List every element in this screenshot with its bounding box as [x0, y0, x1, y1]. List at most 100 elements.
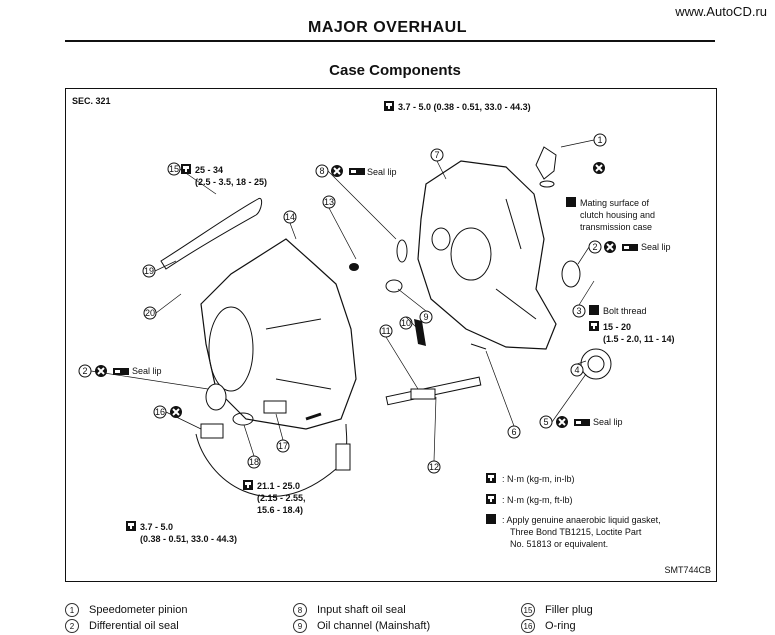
speedometer-oring [539, 180, 555, 188]
grease-icon [622, 244, 638, 251]
snap-ring [470, 343, 487, 350]
callout-10: 10 [399, 316, 413, 330]
callout-11: 11 [379, 324, 393, 338]
callout-18: 18 [247, 455, 261, 469]
grease-icon [113, 368, 129, 375]
transmission-case-shape [417, 160, 557, 350]
torque-wrench-icon [243, 480, 253, 490]
sec-label: SEC. 321 [72, 96, 111, 106]
callout-5: 5 [539, 415, 553, 429]
watermark: www.AutoCD.ru [675, 4, 767, 19]
svg-text:4: 4 [574, 365, 579, 375]
callout-7: 7 [430, 148, 444, 162]
mating-line3: transmission case [580, 222, 652, 232]
callout-14: 14 [283, 210, 297, 224]
callout-4: 4 [570, 363, 584, 377]
sealant-icon [589, 305, 599, 315]
callout-1: 1 [593, 133, 607, 147]
key-nm-kgm-ftlb: : N·m (kg-m, ft-lb) [502, 495, 573, 505]
differential-oil-seal-right [561, 260, 581, 288]
callout-19: 19 [142, 264, 156, 278]
svg-text:2: 2 [592, 242, 597, 252]
callout-6: 6 [507, 425, 521, 439]
sealant-icon [566, 197, 576, 207]
callout-17: 17 [276, 439, 290, 453]
svg-text:1: 1 [597, 135, 602, 145]
torque-mid-line3: 15.6 - 18.4) [257, 505, 303, 515]
svg-text:17: 17 [278, 441, 288, 451]
section-title: Case Components [329, 62, 461, 79]
housing-ribs [265, 318, 332, 390]
callout-8: 8 [315, 164, 329, 178]
torque-wrench-icon [126, 521, 136, 531]
callout-16: 16 [153, 405, 167, 419]
seal-lip-label: Seal lip [367, 167, 397, 177]
case-bearing-bore [450, 227, 492, 281]
callout-3: 3 [572, 304, 586, 318]
svg-text:9: 9 [423, 312, 428, 322]
legend-number: 2 [65, 619, 79, 633]
diagram-svg: SEC. 321 3.7 - 5.0 (0.38 - 0.51, 33.0 - … [72, 96, 711, 575]
torque-top: 3.7 - 5.0 (0.38 - 0.51, 33.0 - 44.3) [398, 102, 531, 112]
svg-text:13: 13 [324, 197, 334, 207]
replace-icon [555, 415, 569, 429]
svg-text:6: 6 [511, 427, 516, 437]
grease-icon [349, 168, 365, 175]
svg-text:15: 15 [169, 164, 179, 174]
torque-wrench-icon [384, 101, 394, 111]
legend-label: Input shaft oil seal [317, 603, 406, 616]
bolt [305, 412, 322, 421]
replace-icon [330, 164, 344, 178]
torque-bottom-line1: 3.7 - 5.0 [140, 522, 173, 532]
connector [335, 443, 351, 471]
svg-text:14: 14 [285, 212, 295, 222]
callout-20: 20 [143, 306, 157, 320]
svg-text:3: 3 [576, 306, 581, 316]
plug [349, 263, 359, 271]
key-torque-ftlb-icon [486, 494, 496, 504]
key-apply-line3: No. 51813 or equivalent. [510, 539, 608, 549]
legend-item: 8 Input shaft oil seal [293, 603, 406, 617]
svg-text:7: 7 [434, 150, 439, 160]
callout-2-right: 2 [588, 240, 602, 254]
torque-mid-line2: (2.15 - 2.55, [257, 493, 306, 503]
seal-lip-label: Seal lip [641, 242, 671, 252]
mating-line1: Mating surface of [580, 198, 650, 208]
replace-icon [94, 364, 108, 378]
actuator-part [580, 348, 612, 380]
svg-text:12: 12 [429, 462, 439, 472]
svg-text:8: 8 [319, 166, 324, 176]
svg-text:20: 20 [145, 308, 155, 318]
legend-number: 9 [293, 619, 307, 633]
oring [232, 412, 254, 426]
seal-lip-label: Seal lip [132, 366, 162, 376]
speed-sensor [263, 400, 287, 414]
bolt-thread-label: Bolt thread [603, 306, 647, 316]
torque-mid-line1: 21.1 - 25.0 [257, 481, 300, 491]
grease-icon [574, 419, 590, 426]
callout-2-left: 2 [78, 364, 92, 378]
differential-oil-seal-left [205, 383, 227, 411]
exploded-diagram: SEC. 321 3.7 - 5.0 (0.38 - 0.51, 33.0 - … [65, 88, 717, 582]
torque-wrench-icon [181, 164, 191, 174]
legend-number: 8 [293, 603, 307, 617]
key-nm-kgm-inlb: : N·m (kg-m, in-lb) [502, 474, 575, 484]
svg-text:19: 19 [144, 266, 154, 276]
callout-15: 15 [167, 162, 181, 176]
harness [195, 423, 348, 498]
torque-3-line2: (1.5 - 2.0, 11 - 14) [603, 334, 675, 344]
callout-9: 9 [419, 310, 433, 324]
key-apply-line1: : Apply genuine anaerobic liquid gasket, [502, 515, 661, 525]
seal-lip-label: Seal lip [593, 417, 623, 427]
speedometer-pinion [535, 146, 557, 180]
torque-15-line1: 25 - 34 [195, 165, 223, 175]
svg-text:16: 16 [155, 407, 165, 417]
input-shaft-oil-seal [396, 239, 408, 263]
replace-icon [603, 240, 617, 254]
legend-label: O-ring [545, 619, 576, 632]
legend-label: Oil channel (Mainshaft) [317, 619, 431, 632]
case-input-bore [431, 227, 451, 251]
